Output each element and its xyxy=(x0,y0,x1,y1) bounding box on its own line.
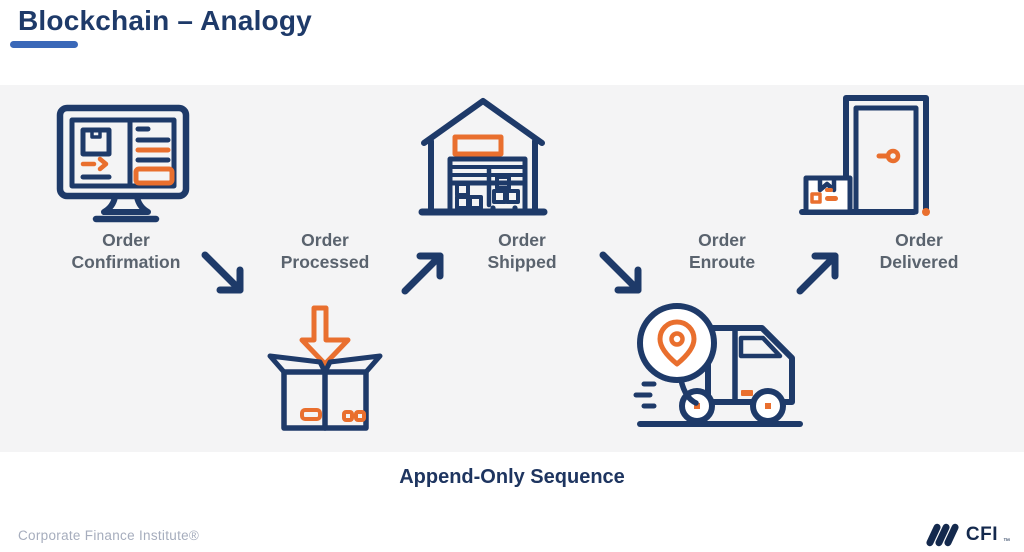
step-label-line1: Order xyxy=(102,230,150,250)
step-label-line2: Enroute xyxy=(688,252,756,272)
step-label-line1: Order xyxy=(301,230,349,250)
delivery-truck-icon xyxy=(633,303,803,427)
warehouse-icon xyxy=(418,98,548,216)
cfi-logo-mark-icon xyxy=(926,523,959,547)
page-title: Blockchain – Analogy xyxy=(18,5,312,36)
step-label-line2: Processed xyxy=(280,252,370,272)
arrow-up-right-icon xyxy=(401,252,444,295)
step-label-line2: Confirmation xyxy=(71,252,181,272)
cfi-logo: CFI ™ xyxy=(925,522,1010,548)
caption-append-only-sequence: Append-Only Sequence xyxy=(399,466,625,488)
step-label-order-confirmation: Order Confirmation xyxy=(26,229,226,273)
step-label-order-processed: Order Processed xyxy=(225,229,425,273)
arrow-down-right-icon xyxy=(201,251,244,294)
title-underline xyxy=(10,41,78,48)
step-label-order-shipped: Order Shipped xyxy=(422,229,622,273)
step-label-order-delivered: Order Delivered xyxy=(819,229,1019,273)
cfi-logo-text: CFI xyxy=(965,524,998,545)
open-box-icon xyxy=(267,305,383,431)
step-label-line1: Order xyxy=(498,230,546,250)
step-label-line1: Order xyxy=(895,230,943,250)
cfi-logo-trademark: ™ xyxy=(1003,538,1010,545)
desktop-monitor-icon xyxy=(56,104,190,223)
diagram-background-band xyxy=(0,85,1024,452)
arrow-down-right-icon xyxy=(599,251,642,294)
step-label-line2: Delivered xyxy=(879,252,959,272)
arrow-up-right-icon xyxy=(796,252,839,295)
attribution-text: Corporate Finance Institute® xyxy=(18,528,200,543)
step-label-line2: Shipped xyxy=(487,252,557,272)
step-label-line1: Order xyxy=(698,230,746,250)
step-label-order-enroute: Order Enroute xyxy=(622,229,822,273)
door-delivery-icon xyxy=(799,95,930,216)
